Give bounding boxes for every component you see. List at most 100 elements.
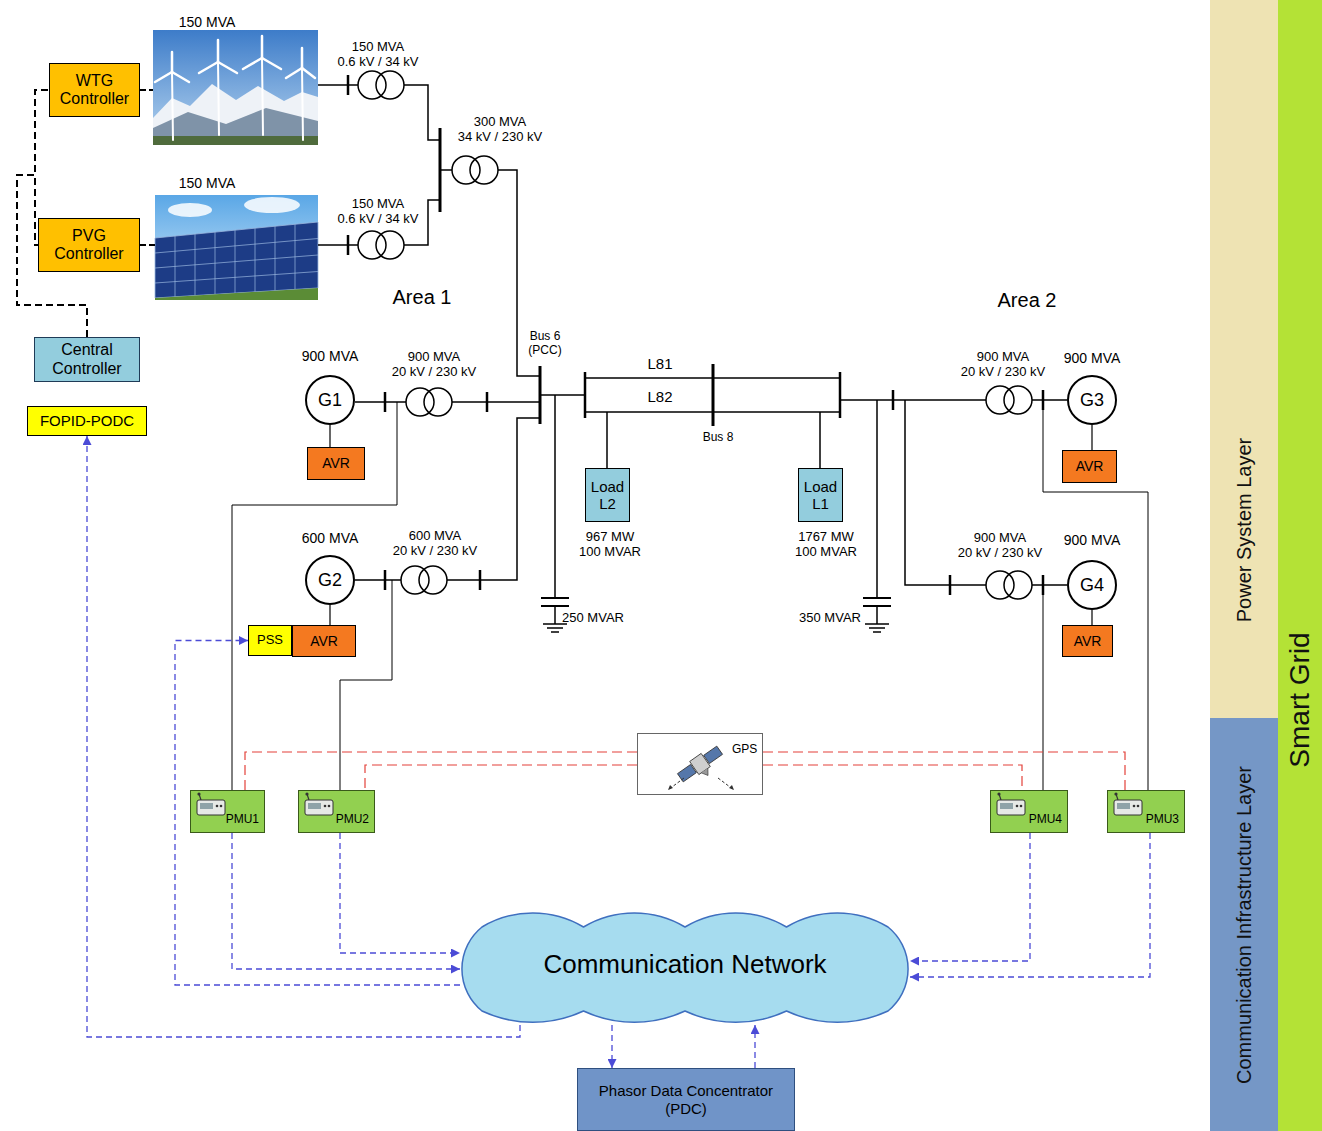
label-text: 900 MVA 20 kV / 230 kV xyxy=(961,350,1046,380)
node-text: Communication Infrastructure Layer xyxy=(1233,766,1256,1084)
control-wire xyxy=(140,89,153,91)
bus-tick xyxy=(347,75,350,95)
node-text: Central Controller xyxy=(52,341,121,378)
generator-symbol: 900 MVAG1 xyxy=(295,348,365,425)
transformer-winding xyxy=(406,388,434,416)
node-text: AVR xyxy=(310,633,338,649)
solar-panels xyxy=(155,222,318,298)
load-box: Load L2 xyxy=(585,468,630,522)
device-body xyxy=(197,800,225,815)
transformer-label: 900 MVA 20 kV / 230 kV xyxy=(392,350,477,380)
data-link xyxy=(175,641,460,986)
power-line xyxy=(440,169,452,171)
device-button xyxy=(216,805,219,808)
gps-sync-link xyxy=(763,765,1022,790)
bus-bar xyxy=(439,128,442,212)
power-line xyxy=(318,244,358,246)
power-line xyxy=(452,401,540,403)
damping-controller-box: FOPID-PODC xyxy=(27,406,147,436)
capacitor-feeder xyxy=(554,395,556,598)
blade xyxy=(171,52,174,72)
load-rating-label: 967 MW 100 MVAR xyxy=(579,530,641,560)
power-line xyxy=(840,399,986,401)
transformer-winding xyxy=(470,156,498,184)
label-text: 600 MVA 20 kV / 230 kV xyxy=(393,529,478,559)
transformer-label: 150 MVA 0.6 kV / 34 kV xyxy=(338,197,419,227)
device-button xyxy=(1137,805,1140,808)
control-wires xyxy=(140,90,155,245)
bus-tick xyxy=(892,390,895,410)
node-text: G1 xyxy=(318,390,342,411)
transformer-winding xyxy=(376,231,404,259)
capacitor-label: 350 MVAR xyxy=(799,611,861,626)
ground xyxy=(153,136,318,145)
node-text: PMU2 xyxy=(299,813,374,827)
node-text: PMU4 xyxy=(991,813,1067,827)
control-wire xyxy=(140,244,155,246)
ground-symbol xyxy=(547,627,563,629)
transformer-winding xyxy=(419,566,447,594)
generator-circle-shape xyxy=(306,376,354,424)
label-text: Bus 8 xyxy=(703,431,734,445)
power-line xyxy=(1032,399,1067,401)
panel-grid xyxy=(155,224,318,296)
blade xyxy=(243,58,262,69)
tower xyxy=(172,72,173,140)
avr-box: AVR xyxy=(292,625,356,657)
label-text: 150 MVA xyxy=(179,175,236,191)
gps-box: GPS xyxy=(637,733,763,795)
label-text: 967 MW 100 MVAR xyxy=(579,530,641,560)
node-text: Communication Network xyxy=(543,950,826,980)
signal-arrow xyxy=(668,778,684,790)
label-text: 350 MVAR xyxy=(799,611,861,626)
node-text: Phasor Data Concentrator (PDC) xyxy=(599,1082,773,1117)
transformer-label: 150 MVA 0.6 kV / 34 kV xyxy=(338,40,419,70)
transformer-winding xyxy=(424,388,452,416)
power-line xyxy=(355,401,406,403)
device-body xyxy=(997,800,1025,815)
bus-bar xyxy=(712,364,715,426)
line-label: L81 xyxy=(647,355,672,372)
mountain xyxy=(153,108,318,145)
blade xyxy=(199,62,218,73)
controller-box: Central Controller xyxy=(34,337,140,382)
bus-tick xyxy=(384,392,387,412)
blade xyxy=(217,40,220,62)
cloud-shape xyxy=(462,913,908,1022)
device-button xyxy=(1020,805,1023,808)
transformer-label: 900 MVA 20 kV / 230 kV xyxy=(961,350,1046,380)
signal-arrow xyxy=(718,778,734,790)
node-text: Smart Grid xyxy=(1284,632,1316,767)
gps-sync-link xyxy=(245,752,637,790)
antenna-tip xyxy=(997,792,1000,795)
generator-symbol: 900 MVAG3 xyxy=(1057,350,1127,425)
device-body xyxy=(1114,800,1142,815)
device-screen xyxy=(1117,803,1130,809)
bus-bars xyxy=(348,75,1043,595)
label-text: 900 MVA 20 kV / 230 kV xyxy=(958,531,1043,561)
transformer-winding xyxy=(358,71,386,99)
node-text: AVR xyxy=(1076,458,1104,474)
bus-tick xyxy=(486,392,489,412)
label-text: 900 MVA 20 kV / 230 kV xyxy=(392,350,477,380)
generator-circle: G3 xyxy=(1067,375,1117,425)
node-text: AVR xyxy=(1074,633,1102,649)
controller-box: WTG Controller xyxy=(49,63,140,117)
device-button xyxy=(220,805,223,808)
exciter-link xyxy=(329,425,330,447)
avr-box: AVR xyxy=(307,447,365,480)
blade xyxy=(172,72,189,82)
transformer-symbols xyxy=(358,71,1032,599)
exciter-link xyxy=(1091,610,1092,625)
node-text: WTG Controller xyxy=(60,72,129,109)
generator-symbol: 900 MVAG4 xyxy=(1057,532,1127,610)
blade xyxy=(218,62,237,73)
grid-line xyxy=(155,255,318,268)
tower xyxy=(262,58,263,135)
label-text: L81 xyxy=(647,355,672,372)
ground-symbol xyxy=(869,627,885,629)
avr-box: AVR xyxy=(1062,450,1117,483)
bus-bar xyxy=(539,366,542,424)
ground-lead xyxy=(876,606,878,624)
